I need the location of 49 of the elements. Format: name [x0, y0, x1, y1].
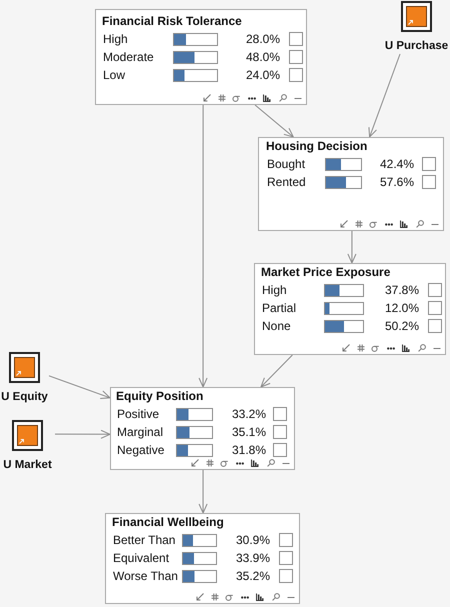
arrow [198, 104, 208, 388]
state-label: Marginal [117, 424, 164, 440]
node-title: Financial Risk Tolerance [102, 13, 242, 29]
node-box [258, 137, 444, 231]
state-label: Positive [117, 406, 160, 422]
state-label: None [262, 318, 291, 334]
percent-value: 24.0% [246, 67, 280, 83]
node-label: U Market [3, 458, 52, 473]
percent-value: 33.2% [232, 406, 266, 422]
percent-value: 50.2% [384, 318, 419, 334]
state-label: High [262, 282, 287, 298]
arrow [254, 104, 294, 138]
node-box [110, 387, 295, 470]
percent-value: 35.2% [236, 568, 270, 584]
state-label: Better Than [113, 532, 176, 548]
arrow [48, 375, 110, 399]
node-box [105, 513, 300, 604]
percent-value: 35.1% [232, 424, 266, 440]
node-title: Equity Position [116, 388, 204, 404]
node-label: U Purchase [384, 39, 448, 54]
node-box [254, 263, 446, 355]
state-label: Partial [262, 300, 296, 316]
state-label: Rented [267, 174, 306, 190]
node-label: U Equity [1, 390, 48, 405]
state-label: Bought [267, 156, 306, 172]
state-label: Equivalent [113, 550, 170, 566]
node-box [95, 9, 307, 105]
arrow [198, 470, 208, 514]
node-title: Financial Wellbeing [112, 514, 224, 530]
arrow [260, 354, 293, 388]
state-label: Low [103, 67, 126, 83]
arrow [368, 54, 401, 138]
percent-value: 28.0% [246, 31, 280, 47]
percent-value: 12.0% [384, 300, 419, 316]
node-title: Housing Decision [266, 138, 368, 154]
percent-value: 48.0% [246, 49, 280, 65]
state-label: Negative [117, 442, 164, 458]
arrow [347, 230, 356, 264]
percent-value: 30.9% [236, 532, 270, 548]
node-title: Market Price Exposure [261, 264, 390, 280]
state-label: Moderate [103, 49, 154, 65]
percent-value: 31.8% [232, 442, 266, 458]
percent-value: 42.4% [380, 156, 414, 172]
state-label: Worse Than [113, 568, 178, 584]
percent-value: 33.9% [236, 550, 270, 566]
percent-value: 57.6% [380, 174, 414, 190]
state-label: High [103, 31, 128, 47]
arrow [54, 430, 110, 439]
percent-value: 37.8% [384, 282, 419, 298]
